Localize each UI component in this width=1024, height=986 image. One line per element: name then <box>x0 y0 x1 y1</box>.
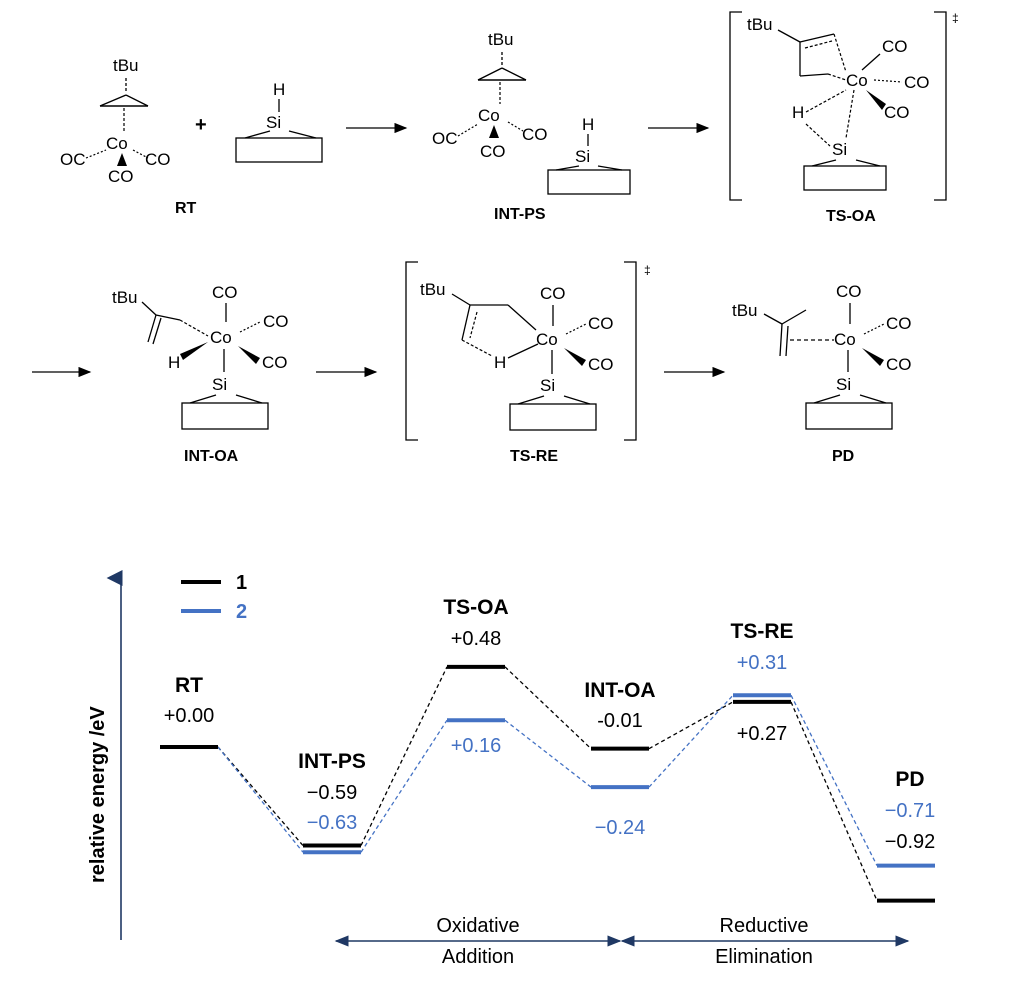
tbu-label: tBu <box>420 280 446 299</box>
stage-label-pd: PD <box>832 448 854 465</box>
structure-int-oa: tBu CO Co CO CO H Si INT-OA <box>112 283 289 465</box>
connector-series-2 <box>217 746 304 853</box>
energy-label-ts-oa-series-1: +0.48 <box>451 628 502 650</box>
cobalt-label: Co <box>478 106 500 125</box>
energy-label-int-oa-series-1: -0.01 <box>597 710 643 732</box>
connector-series-2 <box>360 719 448 853</box>
state-label-ts-re: TS-RE <box>731 620 794 643</box>
hydrogen-label: H <box>168 353 180 372</box>
carbonyl-label: CO <box>480 142 506 161</box>
stage-label-ts-re: TS-RE <box>510 448 558 465</box>
state-label-rt: RT <box>175 674 203 697</box>
energy-label-pd-series-2: −0.71 <box>885 800 936 822</box>
cobalt-label: Co <box>210 328 232 347</box>
region-label-oa-2: Addition <box>442 946 514 968</box>
carbonyl-label: CO <box>836 282 862 301</box>
legend-label-2: 2 <box>236 601 247 623</box>
structure-rt: tBu Co OC CO CO RT <box>60 56 197 217</box>
structure-ts-re: ‡ tBu H Co CO CO CO Si TS-RE <box>405 261 651 465</box>
cobalt-label: Co <box>536 330 558 349</box>
stage-label-int-ps: INT-PS <box>494 206 546 223</box>
energy-label-int-oa-series-2: −0.24 <box>595 817 646 839</box>
tbu-label: tBu <box>488 30 514 49</box>
energy-label-int-ps-series-2: −0.63 <box>307 812 358 834</box>
carbonyl-label: CO <box>145 150 171 169</box>
energy-label-pd-series-1: −0.92 <box>885 831 936 853</box>
connector-series-1 <box>217 746 304 846</box>
hydrogen-label: H <box>582 115 594 134</box>
stage-label-rt: RT <box>175 200 197 217</box>
energy-label-ts-oa-series-2: +0.16 <box>451 735 502 757</box>
cobalt-label: Co <box>834 330 856 349</box>
y-axis-label: relative energy /eV <box>87 706 109 883</box>
tbu-label: tBu <box>112 288 138 307</box>
connector-series-2 <box>504 719 592 788</box>
structure-silane: H Si <box>235 80 323 163</box>
carbonyl-label: CO <box>522 125 548 144</box>
cobalt-label: Co <box>846 71 868 90</box>
hydrogen-label: H <box>792 103 804 122</box>
tbu-label: tBu <box>732 301 758 320</box>
connector-series-1 <box>504 666 592 750</box>
carbonyl-label: CO <box>882 37 908 56</box>
reaction-scheme: tBu Co OC CO CO RT + H Si tBu Co OC CO <box>32 11 959 465</box>
connector-series-1 <box>360 666 448 846</box>
region-label-re-1: Reductive <box>720 915 809 937</box>
carbonyl-label: OC <box>432 129 458 148</box>
silicon-label: Si <box>540 376 555 395</box>
silicon-label: Si <box>266 113 281 132</box>
structure-int-ps: tBu Co OC CO CO H Si INT-PS <box>432 30 631 223</box>
carbonyl-label: CO <box>886 314 912 333</box>
hydrogen-label: H <box>494 353 506 372</box>
silicon-label: Si <box>212 375 227 394</box>
dagger-symbol: ‡ <box>644 263 651 277</box>
structure-pd: tBu CO Co CO CO Si PD <box>732 282 912 465</box>
silicon-label: Si <box>836 375 851 394</box>
cobalt-label: Co <box>106 134 128 153</box>
tbu-label: tBu <box>113 56 139 75</box>
carbonyl-label: CO <box>904 73 930 92</box>
energy-label-ts-re-series-1: +0.27 <box>737 723 788 745</box>
region-label-oa-1: Oxidative <box>436 915 519 937</box>
state-label-ts-oa: TS-OA <box>443 596 508 619</box>
energy-label-ts-re-series-2: +0.31 <box>737 652 788 674</box>
hydrogen-label: H <box>273 80 285 99</box>
silicon-label: Si <box>832 140 847 159</box>
state-label-int-oa: INT-OA <box>584 679 655 702</box>
carbonyl-label: CO <box>588 355 614 374</box>
energy-label-rt-series-1: +0.00 <box>164 705 215 727</box>
carbonyl-label: CO <box>884 103 910 122</box>
connector-series-1 <box>648 701 734 750</box>
carbonyl-label: CO <box>886 355 912 374</box>
state-label-int-ps: INT-PS <box>298 750 366 773</box>
carbonyl-label: CO <box>212 283 238 302</box>
region-label-re-2: Elimination <box>715 946 813 968</box>
carbonyl-label: CO <box>540 284 566 303</box>
connector-series-2 <box>790 694 878 866</box>
carbonyl-label: CO <box>262 353 288 372</box>
structure-ts-oa: ‡ tBu Co CO CO CO H Si TS-OA <box>729 11 959 225</box>
stage-label-ts-oa: TS-OA <box>826 208 876 225</box>
connector-series-1 <box>790 701 878 901</box>
state-label-pd: PD <box>895 768 924 791</box>
legend-label-1: 1 <box>236 572 247 594</box>
carbonyl-label: OC <box>60 150 86 169</box>
carbonyl-label: CO <box>263 312 289 331</box>
stage-label-int-oa: INT-OA <box>184 448 239 465</box>
silicon-label: Si <box>575 147 590 166</box>
tbu-label: tBu <box>747 15 773 34</box>
carbonyl-label: CO <box>588 314 614 333</box>
carbonyl-label: CO <box>108 167 134 186</box>
plus-sign: + <box>195 114 207 136</box>
energy-label-int-ps-series-1: −0.59 <box>307 782 358 804</box>
dagger-symbol: ‡ <box>952 11 959 25</box>
